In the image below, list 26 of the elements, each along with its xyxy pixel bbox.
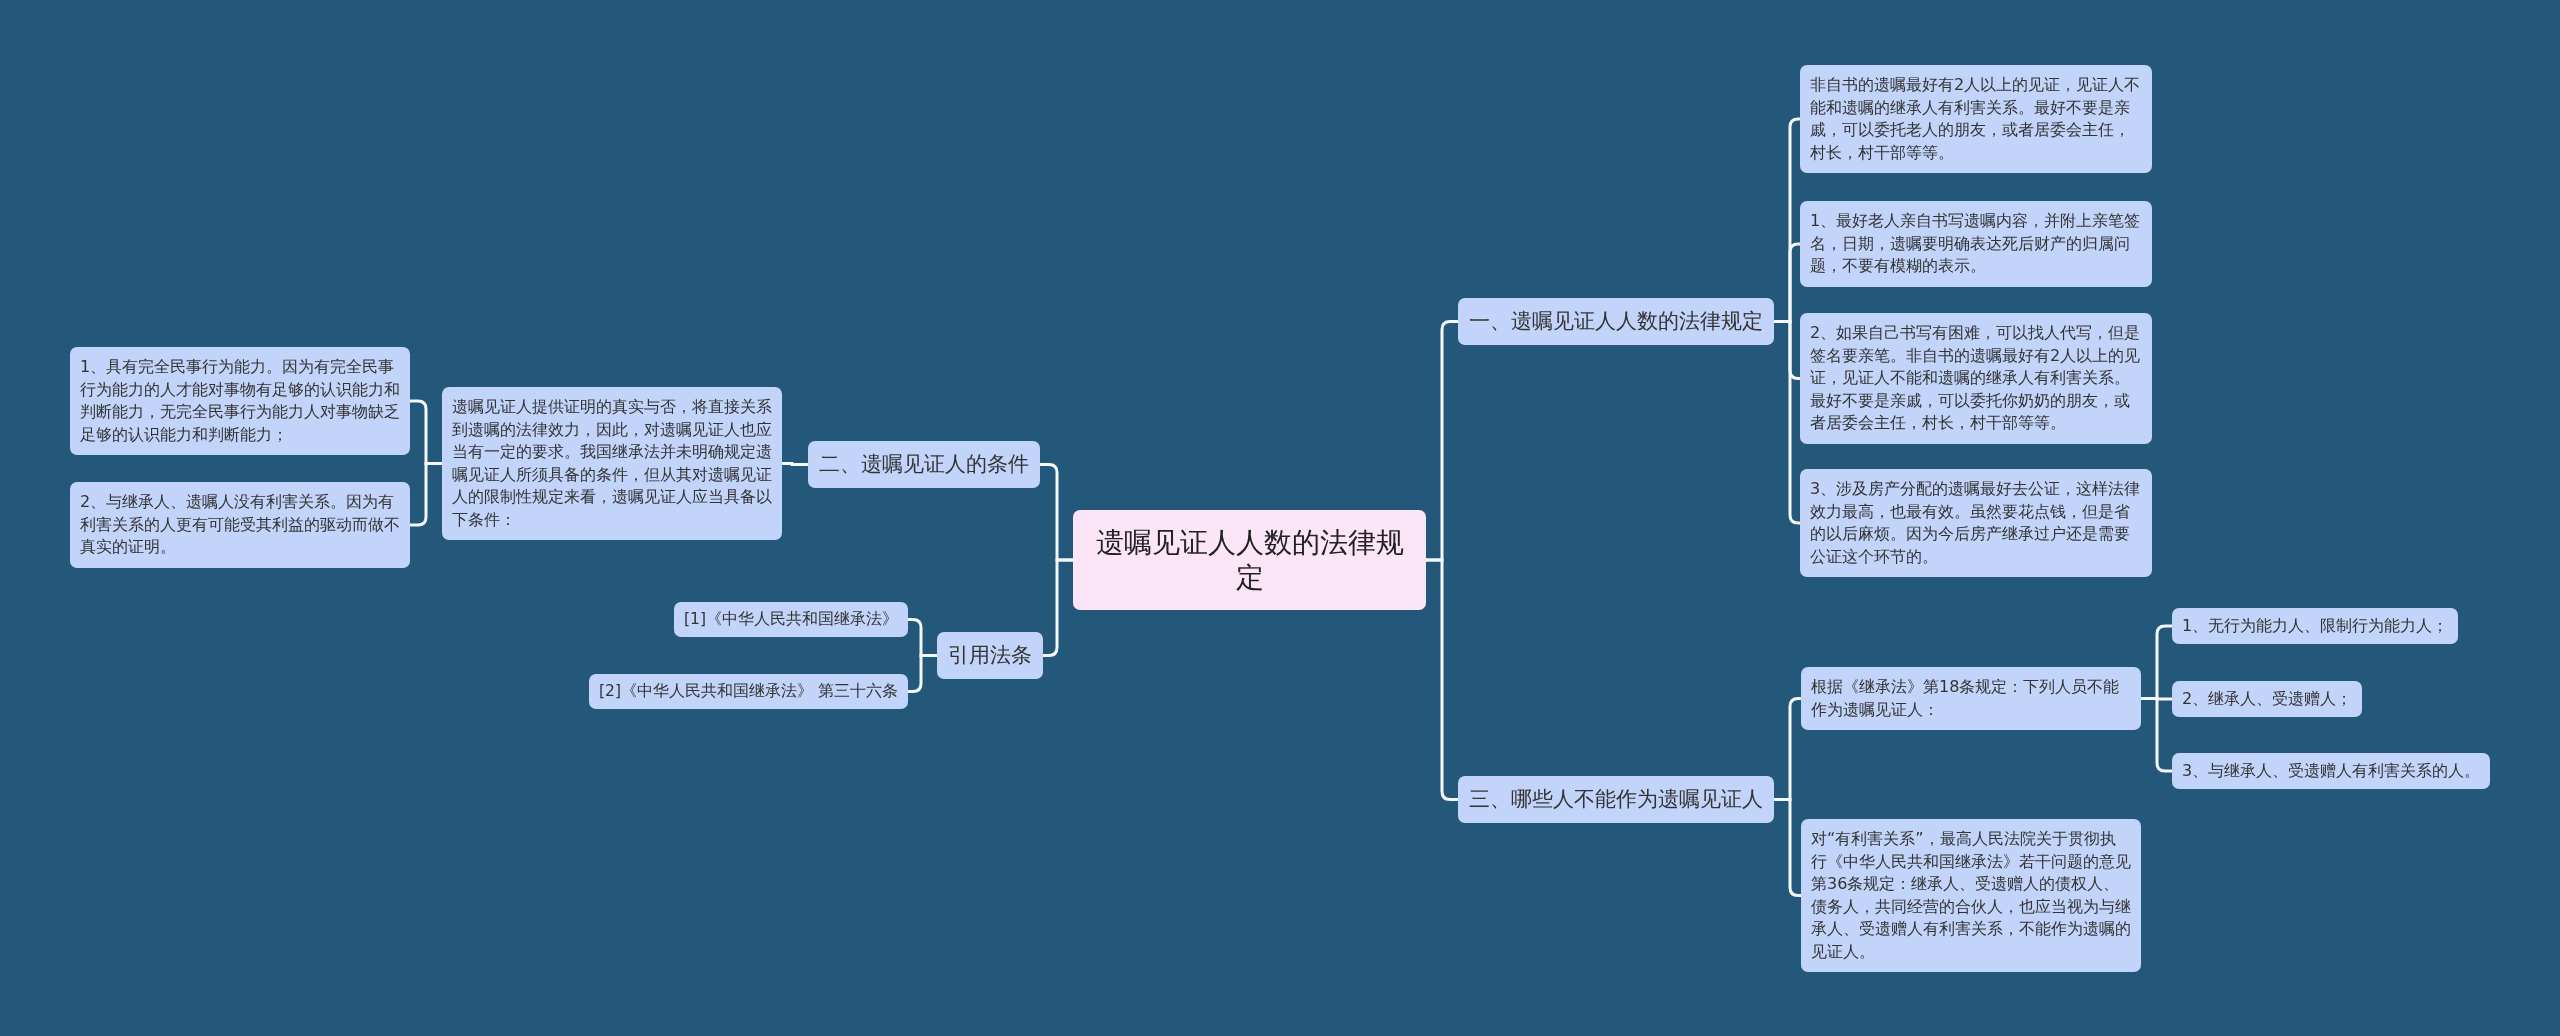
detail-box: 2、如果自己书写有困难，可以找人代写，但是签名要亲笔。非自书的遗嘱最好有2人以上的见证，见证人不能和遗嘱的继承人有利害关系。最好不要是亲戚，可以委托你奶奶的朋友，或者居委会主任，村长，村干部等等。: [1800, 313, 2152, 444]
citation-box: [2]《中华人民共和国继承法》 第三十六条: [589, 674, 908, 709]
branch-topic-box: 引用法条: [937, 632, 1043, 679]
citation-box: [1]《中华人民共和国继承法》: [674, 602, 908, 637]
detail-box: 对“有利害关系”，最高人民法院关于贯彻执行《中华人民共和国继承法》若干问题的意见第36条规定：继承人、受遗赠人的债权人、债务人，共同经营的合伙人，也应当视为与继承人、受遗赠人有利害关系，不能作为遗嘱的见证人。: [1801, 819, 2141, 972]
branch-topic-box: 三、哪些人不能作为遗嘱见证人: [1458, 776, 1774, 823]
detail-box: 非自书的遗嘱最好有2人以上的见证，见证人不能和遗嘱的继承人有利害关系。最好不要是亲戚，可以委托老人的朋友，或者居委会主任，村长，村干部等等。: [1800, 65, 2152, 173]
connector-line: [782, 462, 808, 466]
detail-box: 根据《继承法》第18条规定：下列人员不能作为遗嘱见证人：: [1801, 667, 2141, 730]
detail-box: 3、涉及房产分配的遗嘱最好去公证，这样法律效力最高，也最有效。虽然要花点钱，但是省的以后麻烦。因为今后房产继承过户还是需要公证这个环节的。: [1800, 469, 2152, 577]
detail-box: 1、无行为能力人、限制行为能力人；: [2172, 608, 2459, 644]
branch-topic-box: 二、遗嘱见证人的条件: [808, 441, 1040, 488]
connector-line: [1774, 798, 1801, 897]
connector-line: [1774, 320, 1801, 525]
branch-topic-box: 一、遗嘱见证人人数的法律规定: [1458, 298, 1774, 345]
detail-box: 1、最好老人亲自书写遗嘱内容，并附上亲笔签名，日期，遗嘱要明确表达死后财产的归属问题，不要有模糊的表示。: [1800, 201, 2152, 287]
detail-box: 2、继承人、受遗赠人；: [2172, 681, 2363, 717]
connector-line: [1426, 558, 1458, 801]
detail-box: 2、与继承人、遗嘱人没有利害关系。因为有利害关系的人更有可能受其利益的驱动而做不真实的证明。: [70, 482, 410, 568]
detail-box: 3、与继承人、受遗赠人有利害关系的人。: [2172, 753, 2491, 789]
connector-line: [410, 462, 442, 527]
connector-line: [2141, 697, 2172, 773]
detail-box: 遗嘱见证人提供证明的真实与否，将直接关系到遗嘱的法律效力，因此，对遗嘱见证人也应当有一定的要求。我国继承法并未明确规定遗嘱见证人所须具备的条件，但从其对遗嘱见证人的限制性规定来看，遗嘱见证人应当具备以下条件：: [442, 387, 782, 540]
connector-line: [908, 654, 937, 693]
detail-box: 1、具有完全民事行为能力。因为有完全民事行为能力的人才能对事物有足够的认识能力和判断能力，无完全民事行为能力人对事物缺乏足够的认识能力和判断能力；: [70, 347, 410, 455]
central-topic-box: 遗嘱见证人人数的法律规定: [1073, 510, 1426, 610]
